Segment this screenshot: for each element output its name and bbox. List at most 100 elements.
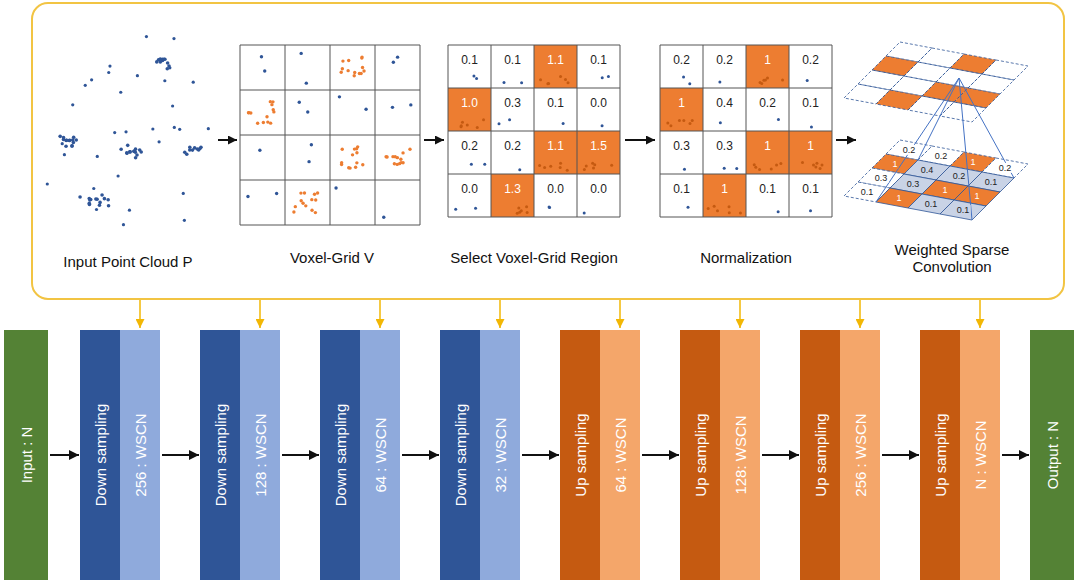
point: [155, 60, 159, 64]
voxel-point: [472, 75, 475, 78]
voxel-point: [520, 81, 523, 84]
point: [74, 138, 78, 142]
step-arrow: [625, 139, 655, 141]
flow-arrow: [642, 454, 679, 456]
cell-value: 1: [764, 140, 771, 154]
block-label: 128 : WSCN: [252, 413, 269, 496]
cell-value: 1.1: [547, 140, 564, 154]
cell-value: 0.3: [874, 173, 889, 183]
grid-line: [448, 217, 620, 218]
block-label: Output : N: [1044, 421, 1061, 489]
block-label: Down sampling: [92, 404, 109, 507]
voxel-point: [266, 120, 269, 123]
voxel-point: [516, 212, 519, 215]
cell-value: 1: [891, 159, 898, 169]
voxel-point: [678, 119, 681, 122]
voxel-point: [258, 149, 261, 152]
point: [58, 135, 62, 139]
point: [64, 139, 68, 143]
point: [70, 144, 74, 148]
cell-value: 0.1: [504, 54, 521, 68]
voxel-point: [476, 126, 479, 129]
voxel-point: [360, 55, 363, 58]
selected-cell: [746, 131, 789, 174]
voxel-point: [669, 124, 672, 127]
cell-value: 0.1: [802, 97, 819, 111]
voxel-point: [361, 163, 364, 166]
voxel-point: [401, 151, 404, 154]
voxel-point: [728, 211, 731, 214]
selected-cell: [660, 88, 703, 131]
voxel-point: [543, 166, 546, 169]
voxel-point: [299, 199, 302, 202]
voxel-point: [356, 145, 359, 148]
point: [128, 209, 131, 212]
point: [158, 60, 162, 64]
cell-value: 1: [678, 97, 685, 111]
voxel-point: [762, 79, 765, 82]
cell-value: 0.2: [802, 54, 819, 68]
voxel-point: [391, 106, 394, 109]
block-label: 256 : WSCN: [852, 413, 869, 496]
point: [89, 198, 93, 202]
voxel-point: [723, 167, 726, 170]
downsampling-block: Down sampling: [320, 330, 360, 580]
voxel-point: [353, 147, 356, 150]
cell-value: 1: [969, 157, 976, 167]
voxel-point: [299, 52, 302, 55]
cell-value: 0.1: [956, 205, 971, 215]
point: [173, 126, 176, 129]
block-label: Input : N: [18, 427, 35, 484]
point: [61, 142, 64, 145]
wscn-block: 64 : WSCN: [360, 330, 400, 580]
voxel-point: [583, 168, 586, 171]
feed-arrow: [499, 300, 501, 328]
voxel-point: [766, 77, 769, 80]
voxel-point: [775, 164, 778, 167]
point: [136, 74, 139, 77]
point: [88, 198, 92, 202]
point: [122, 223, 125, 226]
grid-line: [240, 180, 420, 181]
point: [96, 155, 99, 158]
grid-line: [240, 135, 420, 136]
block-label: Up sampling: [692, 413, 709, 496]
point: [108, 65, 111, 68]
flow-arrow: [1002, 454, 1029, 456]
wscn-block: 256 : WSCN: [120, 330, 160, 580]
voxel-point: [801, 161, 804, 164]
point: [71, 103, 74, 106]
upsampling-block: Up sampling: [920, 330, 960, 580]
voxel-point: [781, 78, 784, 81]
kernel-line: [959, 78, 972, 220]
voxel-point: [262, 121, 265, 124]
point: [163, 57, 167, 61]
voxel-point: [812, 163, 815, 166]
block-label: Down sampling: [332, 404, 349, 507]
flow-arrow: [882, 454, 919, 456]
block-label: Down sampling: [212, 404, 229, 507]
voxel-point: [539, 78, 542, 81]
block-label: 32 : WSCN: [492, 417, 509, 492]
voxel-point: [583, 212, 586, 215]
voxel-point: [340, 71, 343, 74]
point: [100, 193, 104, 197]
cell-value: 0.1: [461, 54, 478, 68]
cell-value: 0.0: [590, 97, 607, 111]
point: [124, 130, 127, 133]
cell-value: 0.2: [716, 54, 733, 68]
output-block: Output : N: [1030, 330, 1074, 580]
voxel-point: [815, 162, 818, 165]
wscn-block: N : WSCN: [960, 330, 1000, 580]
cell-value: 0.3: [906, 179, 921, 189]
voxel-point: [353, 74, 356, 77]
grid-line: [375, 45, 376, 225]
cell-value: 1: [721, 183, 728, 197]
point: [134, 156, 138, 160]
point: [71, 138, 75, 142]
voxel-point: [361, 66, 364, 69]
voxel-point: [759, 81, 762, 84]
cell-value: 1: [973, 191, 980, 201]
voxel-point: [353, 71, 356, 74]
